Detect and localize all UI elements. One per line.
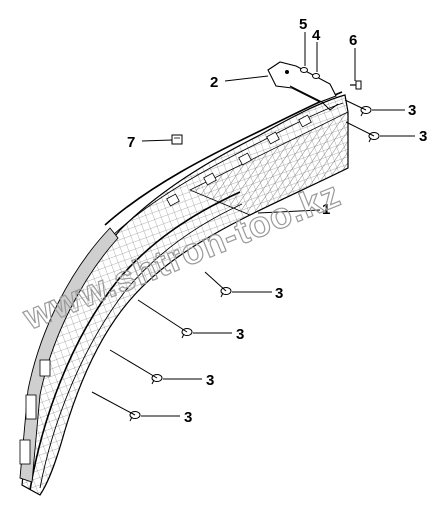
leader-lines [91,32,415,417]
leader-1 [257,209,321,214]
callout-1: 1 [322,201,330,218]
leader-7 [141,139,173,142]
callout-6: 6 [349,32,357,49]
callout-3: 3 [275,285,283,302]
washer-part-4 [312,73,320,79]
clip-part-7 [171,134,183,145]
callout-3: 3 [206,372,214,389]
bracket-arm [289,85,339,111]
hardware-group [300,67,362,90]
callout-3: 3 [408,102,416,119]
fender-top-lip-inner [111,102,344,237]
callout-2: 2 [210,74,218,91]
flange-notch [25,394,37,420]
callout-labels: 2 5 4 6 7 1 3 3 3 3 3 3 [127,16,427,426]
mounting-tab [238,152,252,166]
callout-7: 7 [127,134,135,151]
mounting-tab [298,114,312,128]
washer-part-5 [300,67,308,73]
callout-3: 3 [184,409,192,426]
fender-lower-edge [29,191,241,491]
flange-notch [39,359,51,377]
bracket-hole [285,70,289,74]
callout-5: 5 [299,16,307,33]
callout-3: 3 [419,128,427,145]
fender-top-lip [104,91,343,226]
callout-3: 3 [236,326,244,343]
bracket-part [267,61,339,111]
mounting-tab [203,172,217,186]
fastener [220,287,232,298]
mounting-tab [266,131,280,145]
flange-notch [19,439,31,465]
leader-2 [224,75,269,82]
fender-lower-edge-inner [39,203,243,489]
fender-upper-panel [189,111,349,216]
fender-flare-part [19,91,349,496]
bolt-part-6 [350,80,362,90]
callout-4: 4 [312,27,321,44]
mounting-tab [166,193,180,207]
